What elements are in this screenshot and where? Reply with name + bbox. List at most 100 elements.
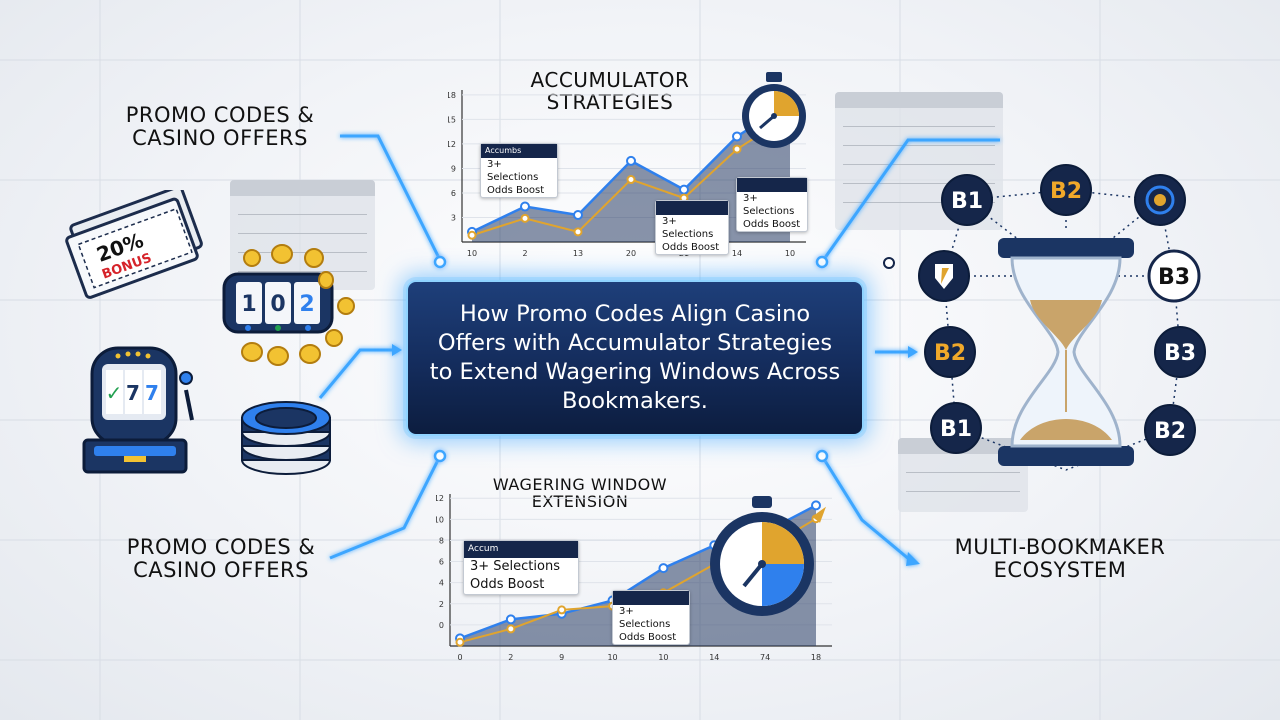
data-point-gold [573, 227, 583, 237]
x-tick-label: 9 [559, 653, 564, 662]
y-tick-label: 6 [451, 189, 456, 198]
stopwatch-top-icon [742, 72, 806, 148]
y-tick-label: 10 [436, 515, 444, 524]
data-point-blue [811, 500, 821, 511]
bookmaker-badge [1144, 404, 1196, 456]
acc-card-odds-boost: Odds Boost [743, 219, 801, 230]
data-point-blue [505, 614, 516, 625]
x-tick-label: 0 [457, 653, 462, 662]
x-tick-label: 10 [785, 249, 795, 258]
x-tick-label: 10 [607, 653, 617, 662]
y-tick-label: 6 [439, 558, 444, 567]
acc-card-selections: 3+ Selections [619, 606, 671, 630]
svg-text:✓: ✓ [106, 381, 123, 405]
data-point-gold [467, 230, 477, 240]
data-point-gold [557, 605, 567, 615]
bookmaker-node: B3 [1147, 249, 1201, 303]
data-point-gold [732, 144, 742, 154]
acc-card-selections: 3+ Selections [743, 193, 795, 217]
acc-card-selections: 3+ Selections [470, 559, 560, 574]
shield-logo-mark [941, 268, 949, 284]
data-point-blue [626, 155, 636, 166]
acc-card-top-c: 3+ Selections Odds Boost [736, 177, 808, 232]
area-fill [460, 505, 816, 646]
machine-reel-2: 7 [126, 381, 140, 405]
acc-card-bottom-b: 3+ Selections Odds Boost [612, 590, 690, 645]
stopwatch-bottom-icon [710, 496, 814, 616]
bookmaker-node: B3 [1154, 326, 1206, 378]
acc-card-header: Accum [464, 541, 578, 558]
acc-card-odds-boost: Odds Boost [619, 632, 677, 643]
y-tick-label: 3 [451, 213, 456, 222]
data-point-blue [732, 131, 742, 142]
y-tick-label: 4 [439, 579, 444, 588]
bookmaker-badge [1040, 164, 1092, 216]
x-tick-label: 13 [573, 249, 583, 258]
bg-panel-odds-left [230, 180, 375, 290]
acc-card-selections: 3+ Selections [487, 159, 539, 183]
slot-reels-frame: 1 0 2 [222, 272, 334, 334]
bookmaker-node: B2 [1144, 404, 1196, 456]
acc-card-header [613, 591, 689, 605]
y-tick-label: 18 [448, 91, 456, 100]
bookmaker-label: B3 [1164, 341, 1196, 366]
data-point-blue [658, 563, 669, 574]
data-point-gold [626, 175, 636, 185]
slot-reels-icon: 1 0 2 [222, 268, 334, 338]
poker-chips-icon [241, 401, 331, 475]
y-tick-label: 12 [448, 140, 456, 149]
reel-2: 0 [270, 292, 285, 317]
x-tick-label: 2 [508, 653, 513, 662]
acc-card-odds-boost: Odds Boost [487, 185, 545, 196]
reel-3: 2 [299, 292, 314, 317]
acc-card-bottom-a: Accum 3+ Selections Odds Boost [463, 540, 579, 595]
machine-reel-3: 7 [145, 381, 159, 405]
bookmaker-label: B2 [934, 341, 966, 366]
y-tick-label: 15 [448, 115, 456, 124]
target-logo-icon [1145, 185, 1175, 215]
bookmaker-label: B1 [951, 189, 983, 214]
hourglass-icon [998, 238, 1134, 466]
x-tick-label: 18 [811, 653, 821, 662]
acc-card-top-a: Accumbs 3+ Selections Odds Boost [480, 143, 558, 198]
bookmaker-node: B2 [924, 326, 976, 378]
label-accumulator-strategies: ACCUMULATOR STRATEGIES [530, 68, 690, 114]
y-tick-label: 12 [436, 494, 444, 503]
label-promo-codes-bottom: PROMO CODES & CASINO OFFERS [126, 535, 316, 582]
label-promo-codes-top: PROMO CODES & CASINO OFFERS [125, 103, 315, 150]
center-title-box: How Promo Codes Align Casino Offers with… [406, 280, 864, 436]
acc-card-odds-boost: Odds Boost [470, 577, 545, 592]
bookmaker-node: B1 [941, 174, 993, 226]
gold-coins-icon [241, 244, 355, 366]
acc-card-header: Accumbs [481, 144, 557, 158]
y-tick-label: 8 [439, 536, 444, 545]
bookmaker-badge [924, 326, 976, 378]
y-tick-label: 9 [451, 164, 456, 173]
data-point-gold [506, 624, 516, 634]
acc-card-odds-boost: Odds Boost [662, 242, 720, 253]
x-tick-label: 2 [522, 249, 527, 258]
acc-card-selections: 3+ Selections [662, 216, 714, 240]
acc-card-header [737, 178, 807, 192]
bookmaker-node [918, 250, 970, 302]
bookmaker-node [1134, 174, 1186, 226]
bookmaker-badge [1154, 326, 1206, 378]
data-point-blue [573, 209, 583, 220]
x-tick-label: 14 [709, 653, 719, 662]
target-logo-center [1154, 194, 1166, 206]
y-tick-label: 2 [439, 600, 444, 609]
x-tick-label: 20 [626, 249, 636, 258]
reel-1: 1 [241, 292, 256, 317]
bookmaker-label: B2 [1154, 419, 1186, 444]
label-multi-bookmaker-ecosystem: MULTI-BOOKMAKER ECOSYSTEM [954, 535, 1166, 582]
y-tick-label: 0 [439, 621, 444, 630]
trend-arrow [812, 506, 826, 523]
bookmaker-node: B1 [930, 402, 982, 454]
acc-card-top-b: 3+ Selections Odds Boost [655, 200, 729, 255]
label-wagering-window-extension: WAGERING WINDOW EXTENSION [492, 475, 668, 512]
x-tick-label: 74 [760, 653, 770, 662]
x-tick-label: 10 [467, 249, 477, 258]
bookmaker-label: B1 [940, 417, 972, 442]
